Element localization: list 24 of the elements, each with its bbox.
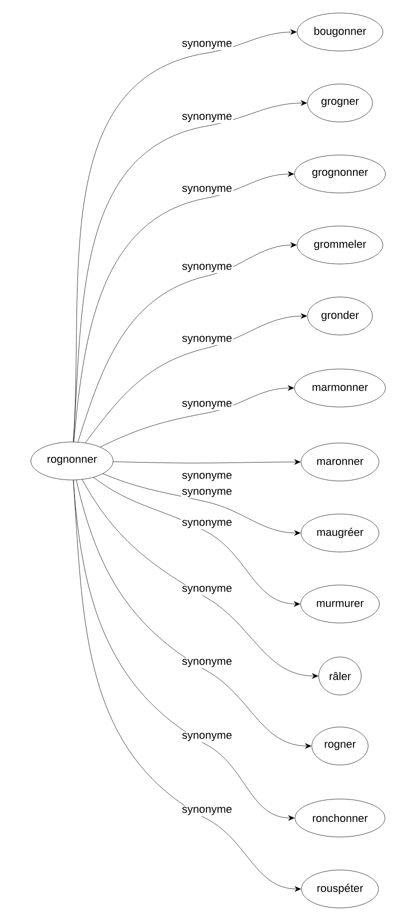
edge-label: synonyme xyxy=(180,732,234,742)
edge-label: synonyme xyxy=(180,400,234,410)
arrow xyxy=(100,385,294,448)
arrow xyxy=(73,480,301,892)
arrow xyxy=(93,477,300,607)
edge-label: synonyme xyxy=(180,488,234,498)
edge-label: synonyme xyxy=(180,806,234,816)
arrow xyxy=(85,313,308,444)
edge-label: synonyme xyxy=(180,658,234,668)
arrow xyxy=(113,459,301,465)
edge-label: synonyme xyxy=(180,112,234,124)
edge-label: synonyme xyxy=(180,40,234,50)
arrow xyxy=(82,479,318,679)
arrow xyxy=(78,242,297,442)
edge-label: synonyme xyxy=(180,262,234,274)
arrow xyxy=(74,171,294,442)
edge-label: synonyme xyxy=(180,518,234,530)
edge-label: synonyme xyxy=(180,334,234,346)
arrow xyxy=(102,474,301,536)
edge-label: synonyme xyxy=(180,184,234,196)
arrow xyxy=(73,100,308,442)
edge-label: synonyme xyxy=(180,584,234,596)
edge-label: synonyme xyxy=(180,472,234,482)
arrow xyxy=(76,480,312,749)
